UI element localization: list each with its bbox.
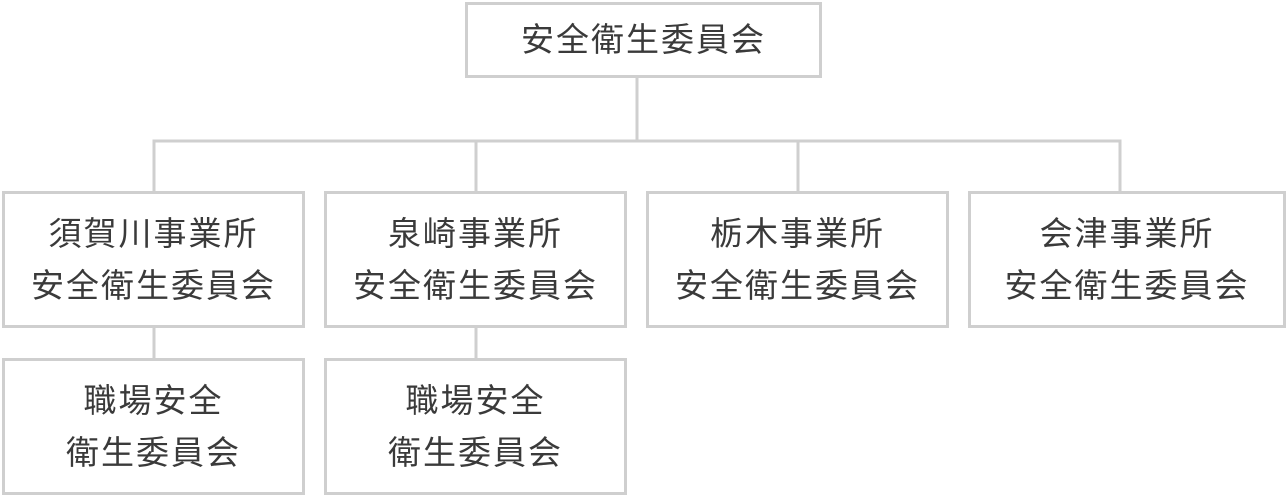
sukagawa-committee-label: 安全衛生委員会: [31, 265, 276, 305]
izumizaki-committee-label: 安全衛生委員会: [353, 265, 598, 305]
tochigi-committee-label: 安全衛生委員会: [675, 265, 920, 305]
izumizaki-office-label: 泉崎事業所: [388, 213, 563, 253]
sukagawa-workplace-label-line2: 衛生委員会: [66, 432, 241, 472]
sukagawa-office-label: 須賀川事業所: [48, 213, 259, 253]
aizu-office-label: 会津事業所: [1039, 213, 1215, 253]
sukagawa-workplace-label-line1: 職場安全: [83, 380, 224, 420]
root-committee-box: 安全衛生委員会: [465, 2, 822, 78]
izumizaki-committee-box: 泉崎事業所 安全衛生委員会: [324, 191, 627, 328]
izumizaki-workplace-committee-box: 職場安全 衛生委員会: [324, 358, 627, 495]
sukagawa-committee-box: 須賀川事業所 安全衛生委員会: [2, 191, 305, 328]
tochigi-office-label: 栃木事業所: [710, 213, 885, 253]
aizu-committee-label: 安全衛生委員会: [1004, 265, 1250, 305]
aizu-committee-box: 会津事業所 安全衛生委員会: [968, 191, 1286, 328]
root-committee-label: 安全衛生委員会: [521, 20, 766, 59]
izumizaki-workplace-label-line1: 職場安全: [405, 380, 546, 420]
tochigi-committee-box: 栃木事業所 安全衛生委員会: [646, 191, 949, 328]
izumizaki-workplace-label-line2: 衛生委員会: [388, 432, 563, 472]
sukagawa-workplace-committee-box: 職場安全 衛生委員会: [2, 358, 305, 495]
